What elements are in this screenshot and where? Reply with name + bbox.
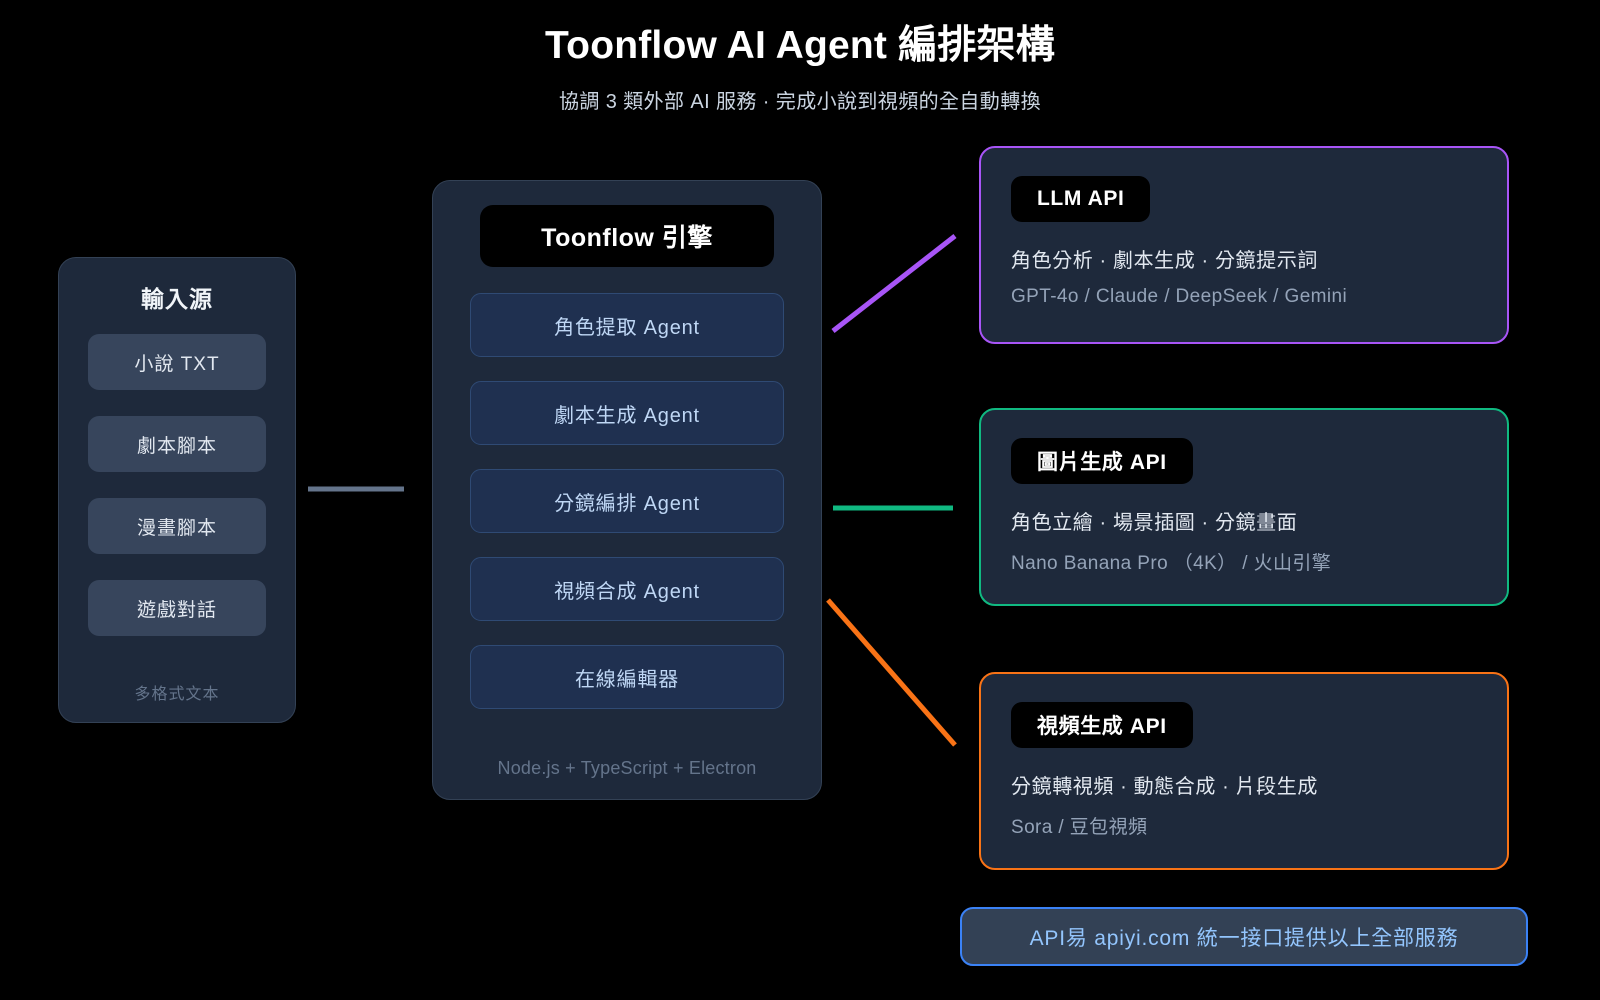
- agent-chip-video-synthesis[interactable]: 視頻合成 Agent: [470, 557, 784, 621]
- agent-chip-online-editor[interactable]: 在線編輯器: [470, 645, 784, 709]
- api-card-video-generation-badge: 視頻生成 API: [1011, 702, 1193, 748]
- input-source-item-novel-txt[interactable]: 小說 TXT: [88, 334, 266, 390]
- api-card-llm-description: 角色分析 · 劇本生成 · 分鏡提示詞: [1011, 250, 1318, 272]
- connector-engine-to-llm: [831, 234, 957, 333]
- agent-chip-character-extraction[interactable]: 角色提取 Agent: [470, 293, 784, 357]
- agent-chip-storyboard-arrangement[interactable]: 分鏡編排 Agent: [470, 469, 784, 533]
- api-card-llm[interactable]: LLM API 角色分析 · 劇本生成 · 分鏡提示詞 GPT-4o / Cla…: [979, 146, 1509, 344]
- engine-badge: Toonflow 引擎: [480, 205, 774, 267]
- apiyi-footer-bar[interactable]: API易 apiyi.com 統一接口提供以上全部服務: [960, 907, 1528, 966]
- api-card-llm-badge: LLM API: [1011, 176, 1151, 222]
- api-card-video-generation-description: 分鏡轉視頻 · 動態合成 · 片段生成: [1011, 776, 1318, 798]
- api-card-image-generation-badge: 圖片生成 API: [1011, 438, 1193, 484]
- connector-engine-to-video: [826, 598, 957, 747]
- page-header: Toonflow AI Agent 編排架構 協調 3 類外部 AI 服務 · …: [0, 22, 1600, 114]
- api-card-image-generation-description: 角色立繪 · 場景插圖 · 分鏡畫面: [1011, 512, 1298, 534]
- api-card-video-generation[interactable]: 視頻生成 API 分鏡轉視頻 · 動態合成 · 片段生成 Sora / 豆包視頻: [979, 672, 1509, 870]
- input-source-footnote: 多格式文本: [134, 686, 220, 703]
- input-source-heading: 輸入源: [141, 286, 213, 312]
- input-source-item-game-dialogue[interactable]: 遊戲對話: [88, 580, 266, 636]
- api-card-video-generation-models: Sora / 豆包視頻: [1011, 817, 1148, 838]
- input-source-item-screenplay[interactable]: 劇本腳本: [88, 416, 266, 472]
- api-card-image-generation-models: Nano Banana Pro （4K） / 火山引擎: [1011, 553, 1332, 574]
- input-source-panel: 輸入源 小說 TXT 劇本腳本 漫畫腳本 遊戲對話 多格式文本: [58, 257, 296, 723]
- api-card-image-generation[interactable]: 圖片生成 API 角色立繪 · 場景插圖 · 分鏡畫面 Nano Banana …: [979, 408, 1509, 606]
- api-card-llm-models: GPT-4o / Claude / DeepSeek / Gemini: [1011, 286, 1348, 307]
- page-title: Toonflow AI Agent 編排架構: [545, 24, 1055, 67]
- input-source-item-comic-script[interactable]: 漫畫腳本: [88, 498, 266, 554]
- toonflow-engine-panel: Toonflow 引擎 角色提取 Agent 劇本生成 Agent 分鏡編排 A…: [432, 180, 822, 800]
- agent-chip-screenplay-generation[interactable]: 劇本生成 Agent: [470, 381, 784, 445]
- page-subtitle: 協調 3 類外部 AI 服務 · 完成小說到視頻的全自動轉換: [558, 90, 1042, 113]
- engine-tech-stack-footnote: Node.js + TypeScript + Electron: [497, 758, 757, 778]
